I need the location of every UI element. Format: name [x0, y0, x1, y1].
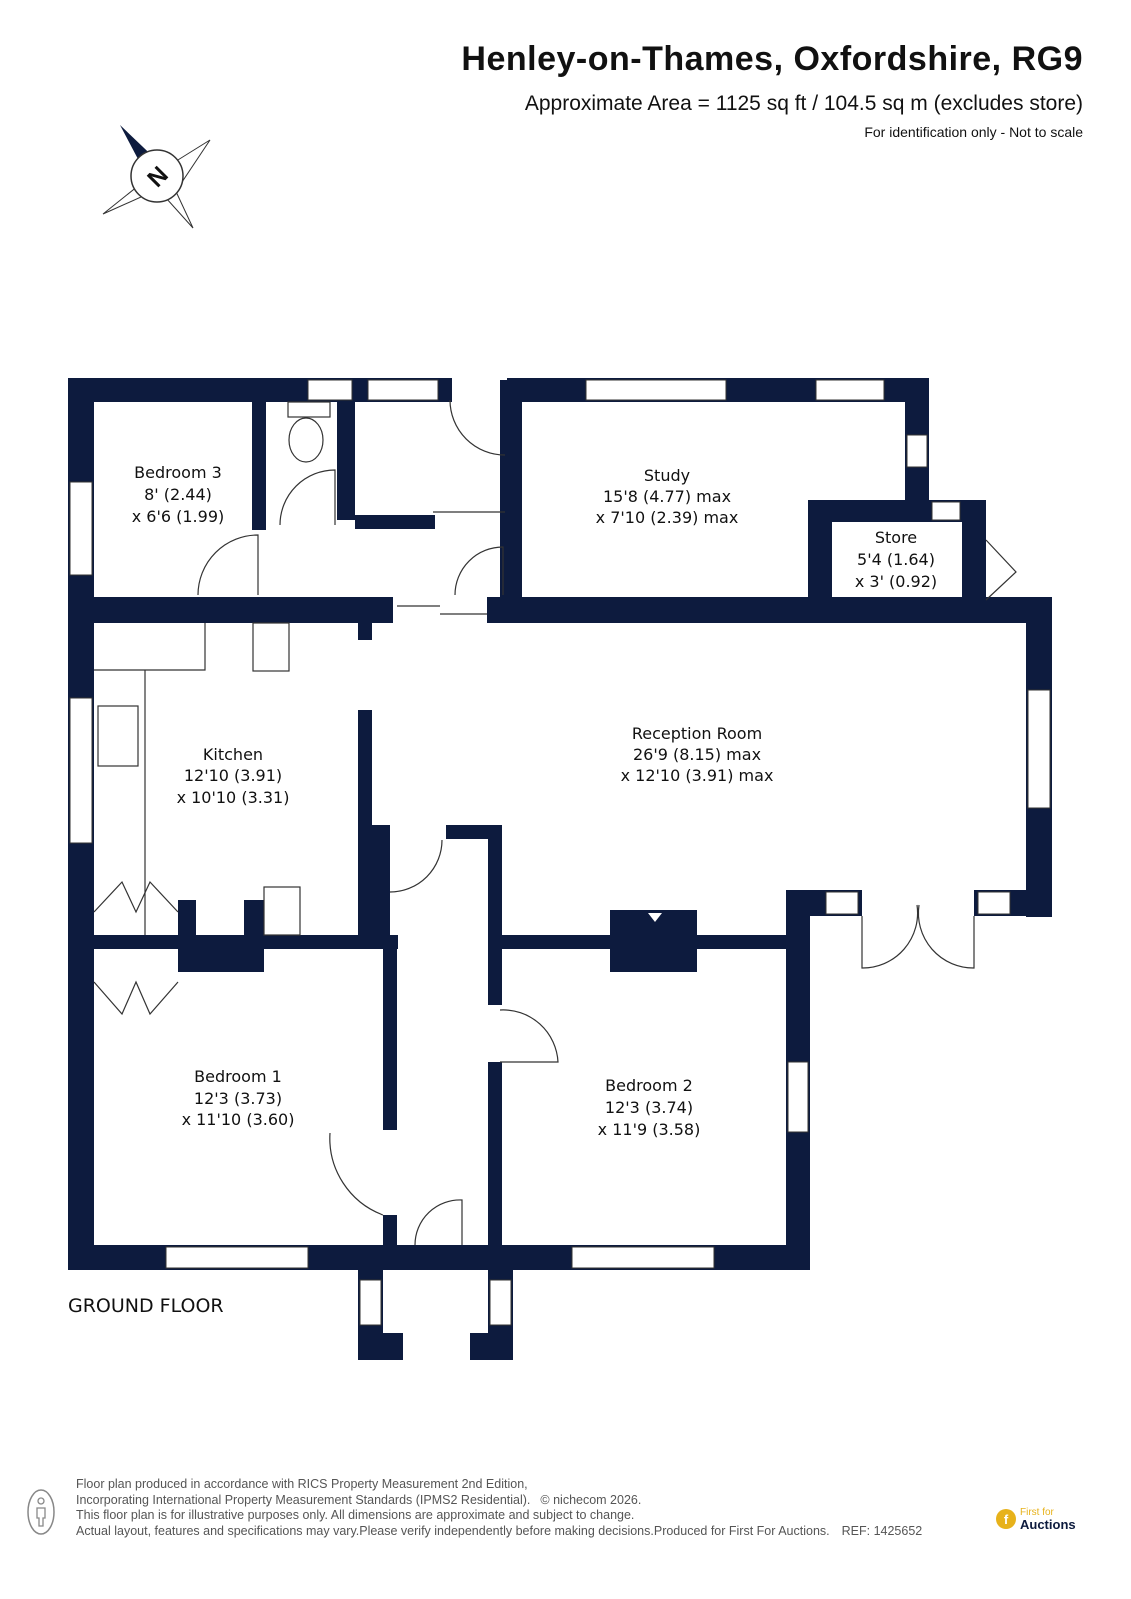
identification-note: For identification only - Not to scale: [864, 124, 1083, 140]
room-dim-store-1: 5'4 (1.64): [857, 550, 935, 569]
area-text: Approximate Area = 1125 sq ft / 104.5 sq…: [524, 92, 1083, 115]
room-name-kitchen: Kitchen: [203, 745, 263, 764]
footer-line-1: Floor plan produced in accordance with R…: [76, 1477, 528, 1491]
footer-copyright: © nichecom 2026.: [540, 1492, 642, 1507]
person-icon: [27, 1489, 55, 1535]
footer-line-4: Actual layout, features and specificatio…: [76, 1523, 830, 1538]
footer-notes: Floor plan produced in accordance with R…: [76, 1477, 976, 1539]
room-name-reception: Reception Room: [632, 724, 762, 743]
room-dim-bedroom3-1: 8' (2.44): [144, 485, 212, 504]
brand-logo: f First for Auctions: [996, 1507, 1076, 1531]
doors-and-fixtures: [93, 399, 1017, 1246]
room-name-bedroom3: Bedroom 3: [134, 463, 222, 482]
brand-big: Auctions: [1020, 1517, 1076, 1532]
room-dim-study-2: x 7'10 (2.39) max: [596, 508, 739, 527]
room-name-bedroom1: Bedroom 1: [194, 1067, 282, 1086]
footer-line-2: Incorporating International Property Mea…: [76, 1492, 531, 1507]
room-dim-kitchen-2: x 10'10 (3.31): [177, 788, 290, 807]
room-dim-store-2: x 3' (0.92): [855, 572, 937, 591]
room-dim-reception-1: 26'9 (8.15) max: [633, 745, 761, 764]
room-dim-bedroom2-2: x 11'9 (3.58): [598, 1120, 701, 1139]
footer-line-2-wrap: Incorporating International Property Mea…: [76, 1493, 976, 1509]
brand-text: First for Auctions: [1020, 1507, 1076, 1531]
brand-mark-icon: f: [996, 1509, 1016, 1529]
room-dim-bedroom2-1: 12'3 (3.74): [605, 1098, 693, 1117]
floor-label: GROUND FLOOR: [68, 1295, 224, 1317]
footer-line-4-wrap: Actual layout, features and specificatio…: [76, 1524, 976, 1540]
footer-line-3: This floor plan is for illustrative purp…: [76, 1508, 635, 1522]
room-dim-bedroom3-2: x 6'6 (1.99): [132, 507, 225, 526]
room-labels: Bedroom 3 8' (2.44) x 6'6 (1.99) Study 1…: [132, 463, 937, 1139]
plan-title: Henley-on-Thames, Oxfordshire, RG9: [461, 40, 1083, 78]
compass-icon: N: [102, 125, 211, 229]
room-dim-kitchen-1: 12'10 (3.91): [184, 766, 282, 785]
room-name-bedroom2: Bedroom 2: [605, 1076, 693, 1095]
footer-ref: REF: 1425652: [841, 1523, 923, 1538]
room-dim-study-1: 15'8 (4.77) max: [603, 487, 731, 506]
room-dim-bedroom1-2: x 11'10 (3.60): [182, 1110, 295, 1129]
room-dim-reception-2: x 12'10 (3.91) max: [621, 766, 774, 785]
room-dim-bedroom1-1: 12'3 (3.73): [194, 1089, 282, 1108]
brand-small: First for: [1020, 1507, 1054, 1518]
room-name-study: Study: [644, 466, 690, 485]
windows: [69, 379, 1051, 1326]
room-name-store: Store: [875, 528, 917, 547]
